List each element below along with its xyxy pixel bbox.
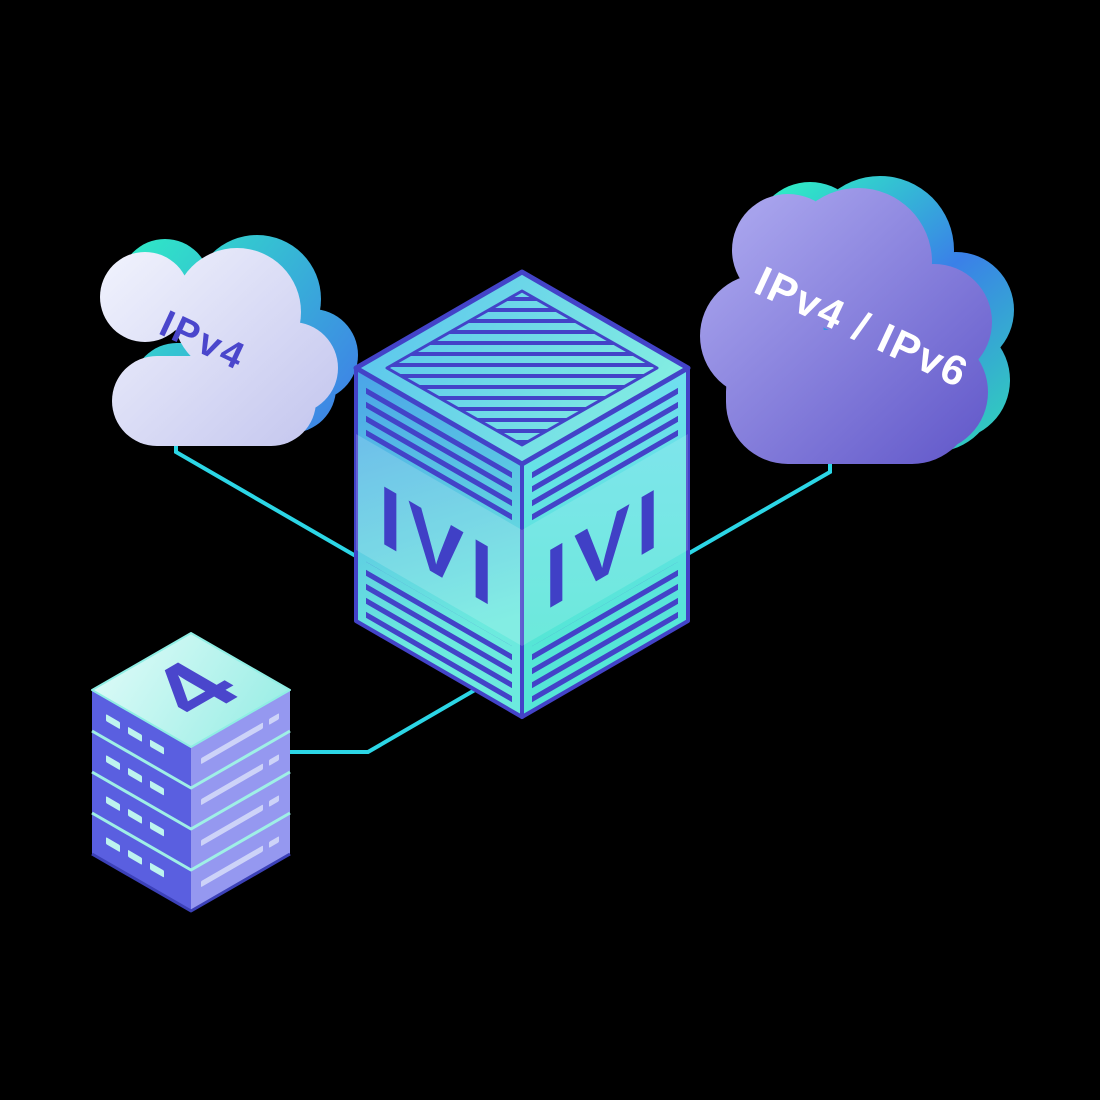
ipv4-cloud-front (100, 248, 338, 446)
ivi-translator-box-icon: IVI IVI (353, 269, 691, 719)
server-tier (92, 771, 290, 871)
server-top-face (91, 632, 291, 748)
server-bottom-edge (91, 852, 291, 913)
server-tier (92, 689, 290, 789)
ipv4-server-stack-icon: 4 (91, 632, 291, 913)
server-tier-lips (91, 729, 291, 872)
ivi-box-left-face-detail: IVI (356, 385, 522, 709)
ivi-box-top-inset-border (385, 289, 659, 447)
ivi-box-right-face-detail: IVI (522, 385, 688, 709)
dual-stack-cloud-front (700, 188, 992, 464)
ipv4-cloud-icon: IPv4 (100, 235, 358, 446)
dual-stack-cloud-icon: IPv4 / IPv6 (700, 176, 1014, 464)
server-tier (92, 812, 290, 912)
server-tier (92, 730, 290, 830)
